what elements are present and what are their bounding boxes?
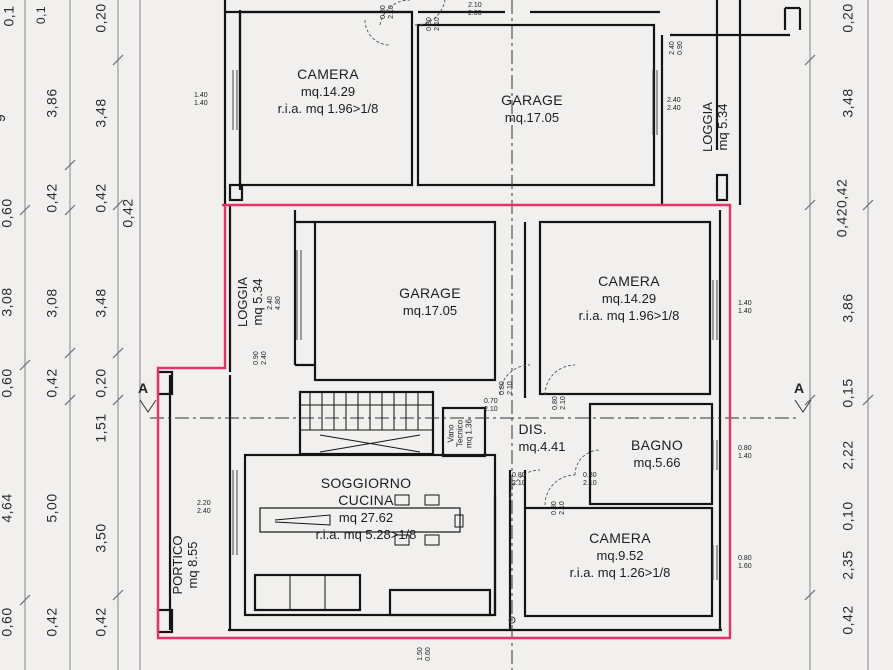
dim-right-3: 3,86 [839,293,856,323]
dim-left-inner-3: 0,42 [43,368,60,398]
dim-right-8: 0,42 [839,605,856,635]
dim-left-inner-1: 0,42 [43,183,60,213]
dim-left-inner-5: 0,42 [43,607,60,637]
dim-left-fourth-0: 0,42 [119,198,136,228]
room-camera-mid: CAMERA mq.14.29 r.i.a. mq 1.96>1/8 [578,273,680,323]
dim-left-outer-3: 3,08 [0,287,15,317]
room-loggia-mid: LOGGIA mq 5.34 [235,277,265,327]
dim-right-1: 3,48 [839,88,856,118]
room-soggiorno: SOGGIORNO CUCINA mq 27.62 r.i.a. mq 5.28… [315,475,417,542]
room-bagno: BAGNO mq.5.66 [630,437,684,470]
walls [156,0,802,634]
room-portico: PORTICO mq 8.55 [170,535,200,595]
dim-right-6: 0,10 [839,501,856,531]
dim-left-outer-4: 0,60 [0,368,15,398]
door-swings [364,0,601,506]
dimension-lines [19,0,874,670]
dim-left-inner-6: 0,1 [34,5,49,25]
room-dis: DIS. mq.4.41 [518,421,566,454]
dim-left-inner-4: 5,00 [43,493,60,523]
room-garage-mid: GARAGE mq.17.05 [399,285,461,318]
dim-left-outer-5: 4,64 [0,493,15,523]
room-camera-bottom: CAMERA mq.9.52 r.i.a. mq 1.26>1/8 [569,530,671,580]
dim-left-third-2: 0,42 [92,183,109,213]
dim-left-outer-0: 0,1 [0,5,17,27]
dim-left-third-3: 3,48 [92,288,109,318]
room-vano-tecnico: Vano Tecnico mq 1.36 [446,419,474,448]
section-mark-left: A [138,380,149,396]
section-mark-right: A [794,380,805,396]
perimeter-outline [156,203,732,640]
dim-left-third-7: 0,42 [92,607,109,637]
room-camera-top: CAMERA mq.14.29 r.i.a. mq 1.96>1/8 [277,66,379,116]
dim-right-4: 0,15 [839,378,856,408]
section-line [139,0,812,670]
dim-left-outer-6: 0,60 [0,607,15,637]
dim-left-inner-2: 3,08 [43,288,60,318]
room-loggia-top: LOGGIA mq 5.34 [700,102,730,152]
dim-right-7: 2,35 [839,550,856,580]
dim-left-third-5: 1,51 [92,413,109,443]
dim-left-inner-0: 3,86 [43,88,60,118]
room-garage-top: GARAGE mq.17.05 [501,92,563,125]
dim-left-third-6: 3,50 [92,523,109,553]
windows [232,70,718,580]
dim-left-third-4: 0,20 [92,368,109,398]
dim-left-outer-1: 9 [0,114,8,122]
dim-left-third-0: 0,20 [92,3,109,33]
dim-right-0: 0,20 [839,3,856,33]
dim-left-third-1: 3,48 [92,98,109,128]
dim-right-2: 0,420,42 [833,178,850,238]
dim-right-5: 2,22 [839,440,856,470]
dim-left-outer-2: 0,60 [0,198,15,228]
